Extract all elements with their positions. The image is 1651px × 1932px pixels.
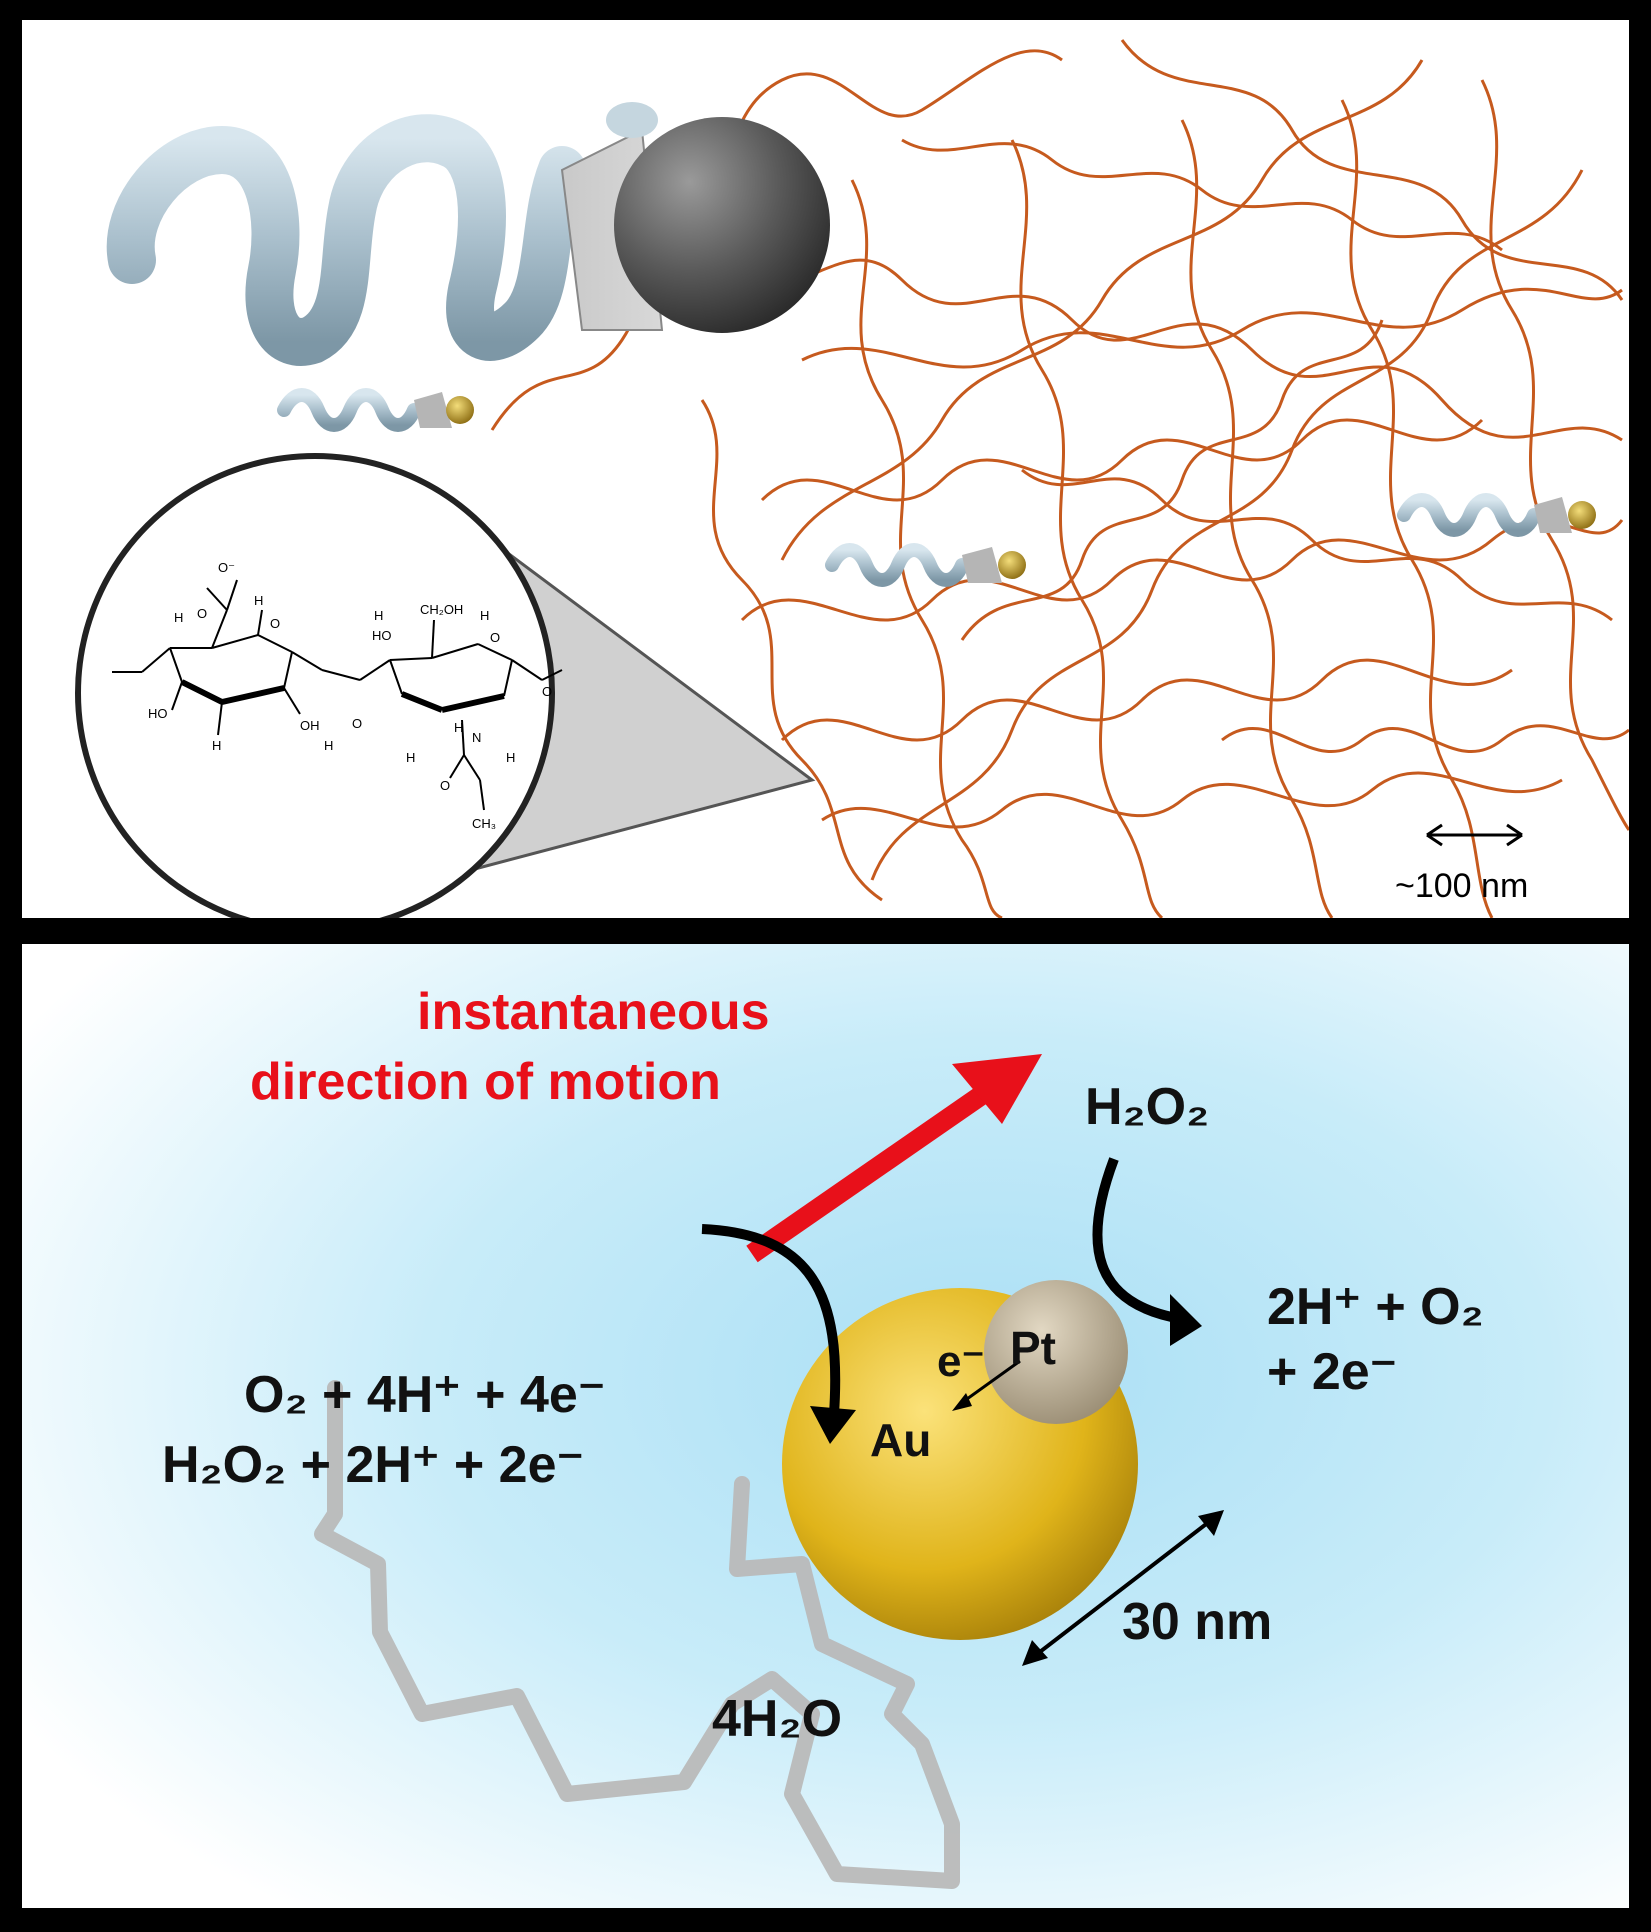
reaction-arrows — [701, 1157, 1183, 1415]
atom-h-6: H — [480, 608, 489, 623]
atom-ch3: CH₃ — [472, 816, 496, 831]
reduction-arrow — [701, 1224, 841, 1415]
atom-o-link: O — [352, 716, 362, 731]
atom-ho-1: HO — [148, 706, 168, 721]
helix-cap — [606, 102, 658, 138]
atom-h-3: H — [212, 738, 221, 753]
scale-bar-30nm — [1022, 1510, 1224, 1666]
atom-h-2: H — [254, 593, 263, 608]
svg-text:H: H — [174, 610, 183, 625]
svg-text:H: H — [454, 720, 463, 735]
atom-o-acetyl: O — [440, 778, 450, 793]
svg-text:N: N — [472, 730, 481, 745]
scale-label-30nm: 30 nm — [1122, 1593, 1272, 1651]
bottom-illustration: instantaneous direction of motion H₂O₂ 2… — [22, 944, 1629, 1908]
svg-text:H: H — [406, 750, 415, 765]
atom-h-4: H — [324, 738, 333, 753]
motion-label-line2: direction of motion — [250, 1053, 721, 1111]
small-nanopropeller-3 — [1397, 493, 1596, 537]
scale-bar-label: ~100 nm — [1395, 867, 1528, 905]
gold-label: Au — [870, 1414, 931, 1466]
platinum-patch — [984, 1280, 1128, 1424]
janus-nanomotor — [782, 1280, 1138, 1640]
svg-text:O: O — [270, 616, 280, 631]
atom-o-minus: O⁻ — [218, 560, 235, 575]
reduction-reaction-line2: H₂O₂ + 2H⁺ + 2e⁻ — [162, 1436, 584, 1494]
helix-tail — [106, 114, 586, 366]
atom-h-1: H — [174, 610, 183, 625]
reduction-arrowhead — [810, 1406, 856, 1444]
top-illustration: O⁻ O H O H HO OH H H O HO H CH₂OH O H H … — [75, 39, 1629, 918]
bottom-panel: instantaneous direction of motion H₂O₂ 2… — [22, 944, 1629, 1908]
oxidation-products-line1: 2H⁺ + O₂ — [1267, 1278, 1484, 1336]
atom-h-7: H — [406, 750, 415, 765]
oxidation-arrowhead — [1170, 1294, 1202, 1346]
atom-o-carbonyl: O — [197, 606, 207, 621]
atom-n: N — [472, 730, 481, 745]
svg-text:H: H — [212, 738, 221, 753]
large-nanopropeller — [106, 102, 830, 366]
atom-oh-1: OH — [300, 718, 320, 733]
atom-h-8: H — [454, 720, 463, 735]
atom-o-ring-1: O — [270, 616, 280, 631]
electron-transfer-arrow — [959, 1359, 1021, 1406]
electron-label: e⁻ — [937, 1337, 985, 1386]
small-nanopropeller-2 — [825, 543, 1026, 587]
motion-direction-arrow — [746, 1054, 1042, 1263]
svg-text:O⁻: O⁻ — [218, 560, 235, 575]
svg-text:OH: OH — [300, 718, 320, 733]
svg-text:CH₃: CH₃ — [472, 816, 496, 831]
svg-text:HO: HO — [372, 628, 392, 643]
svg-text:CH₂OH: CH₂OH — [420, 602, 463, 617]
svg-text:O: O — [542, 684, 552, 699]
magnetic-head — [614, 117, 830, 333]
oxidation-arrow — [1092, 1157, 1183, 1324]
oxidation-products-line2: + 2e⁻ — [1267, 1343, 1397, 1401]
svg-text:H: H — [324, 738, 333, 753]
svg-text:HO: HO — [148, 706, 168, 721]
water-product-label: 4H₂O — [712, 1690, 842, 1748]
hyaluronan-fiber-network — [490, 39, 1629, 918]
scale-bar-100nm: ~100 nm — [1395, 823, 1528, 905]
brownian-trajectory — [314, 1380, 960, 1889]
motion-label-line1: instantaneous — [417, 983, 770, 1041]
atom-ch2oh: CH₂OH — [420, 602, 463, 617]
svg-text:H: H — [374, 608, 383, 623]
top-panel: O⁻ O H O H HO OH H H O HO H CH₂OH O H H … — [22, 20, 1629, 918]
small-nanopropeller-1 — [277, 388, 474, 432]
atom-o-end: O — [542, 684, 552, 699]
svg-text:O: O — [197, 606, 207, 621]
svg-text:H: H — [480, 608, 489, 623]
hyaluronic-acid-structure: O⁻ O H O H HO OH H H O HO H CH₂OH O H H … — [112, 560, 563, 831]
svg-text:O: O — [490, 630, 500, 645]
atom-o-ring-2: O — [490, 630, 500, 645]
zoom-circle — [75, 453, 555, 918]
reduction-reaction-line1: O₂ + 4H⁺ + 4e⁻ — [244, 1366, 605, 1424]
atom-ho-2: HO — [372, 628, 392, 643]
atom-h-9: H — [506, 750, 515, 765]
svg-text:O: O — [352, 716, 362, 731]
hydrogen-peroxide-label: H₂O₂ — [1085, 1078, 1209, 1136]
svg-text:H: H — [254, 593, 263, 608]
platinum-label: Pt — [1010, 1322, 1056, 1374]
atom-h-5: H — [374, 608, 383, 623]
svg-text:H: H — [506, 750, 515, 765]
svg-text:O: O — [440, 778, 450, 793]
